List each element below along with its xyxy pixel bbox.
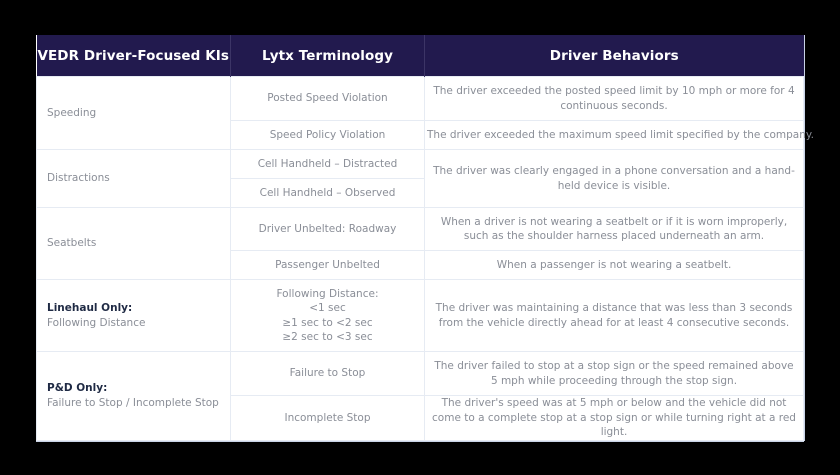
- header-lytx-terminology: Lytx Terminology: [230, 35, 425, 77]
- kpi-following-distance-label: Following Distance: [47, 316, 146, 329]
- table-row: Speed Policy Violation The driver exceed…: [37, 120, 814, 150]
- header-row: VEDR Driver-Focused KIs Lytx Terminology…: [36, 35, 804, 77]
- term-following-lt1: <1 sec: [309, 302, 346, 314]
- behavior-speed-policy: The driver exceeded the maximum speed li…: [424, 120, 814, 150]
- kpi-pd-label: P&D Only:: [47, 382, 108, 395]
- term-following-1to2: ≥1 sec to <2 sec: [282, 316, 373, 329]
- table-row: Distractions Cell Handheld – Distracted …: [36, 149, 804, 208]
- table-row: Linehaul Only: Following Distance Follow…: [36, 279, 804, 352]
- header-driver-behaviors: Driver Behaviors: [424, 35, 804, 77]
- behavior-cell-handheld: The driver was clearly engaged in a phon…: [424, 149, 804, 208]
- behavior-passenger-unbelted: When a passenger is not wearing a seatbe…: [424, 250, 804, 280]
- term-failure-to-stop: Failure to Stop: [230, 351, 425, 396]
- term-speed-policy-violation: Speed Policy Violation: [230, 120, 425, 150]
- table-row: Speeding Posted Speed Violation The driv…: [36, 76, 804, 150]
- table-row: Passenger Unbelted When a passenger is n…: [37, 250, 804, 280]
- kpi-linehaul-label: Linehaul Only:: [47, 302, 133, 314]
- term-passenger-unbelted: Passenger Unbelted: [230, 250, 425, 280]
- kpi-seatbelts: Seatbelts: [36, 207, 231, 280]
- term-cell-handheld-distracted: Cell Handheld – Distracted: [230, 149, 425, 179]
- term-cell-handheld-observed: Cell Handheld – Observed: [230, 178, 425, 208]
- table-row: Incomplete Stop The driver's speed was a…: [37, 395, 804, 441]
- term-incomplete-stop: Incomplete Stop: [230, 395, 425, 441]
- behavior-driver-unbelted: When a driver is not wearing a seatbelt …: [424, 207, 804, 251]
- kpi-stop-label: Failure to Stop / Incomplete Stop: [47, 396, 219, 409]
- kpi-terminology-table: VEDR Driver-Focused KIs Lytx Terminology…: [36, 35, 814, 441]
- kpi-speeding: Speeding: [36, 76, 231, 150]
- term-following-2to3: ≥2 sec to <3 sec: [282, 331, 373, 343]
- term-posted-speed-violation: Posted Speed Violation: [230, 76, 425, 121]
- header-vedr-kis: VEDR Driver-Focused KIs: [36, 35, 231, 77]
- behavior-following-distance: The driver was maintaining a distance th…: [424, 279, 804, 352]
- kpi-failure-incomplete-stop: P&D Only: Failure to Stop / Incomplete S…: [36, 351, 231, 441]
- kpi-following-distance: Linehaul Only: Following Distance: [36, 279, 231, 352]
- term-following-distance: Following Distance: <1 sec ≥1 sec to <2 …: [230, 279, 425, 352]
- table-row: Seatbelts Driver Unbelted: Roadway When …: [36, 207, 804, 280]
- table-row: P&D Only: Failure to Stop / Incomplete S…: [36, 351, 804, 441]
- term-following-distance-title: Following Distance:: [276, 287, 379, 300]
- behavior-failure-to-stop: The driver failed to stop at a stop sign…: [424, 351, 804, 396]
- behavior-posted-speed: The driver exceeded the posted speed lim…: [424, 76, 804, 121]
- term-driver-unbelted-roadway: Driver Unbelted: Roadway: [230, 207, 425, 251]
- kpi-distractions: Distractions: [36, 149, 231, 208]
- behavior-incomplete-stop: The driver's speed was at 5 mph or below…: [424, 395, 804, 441]
